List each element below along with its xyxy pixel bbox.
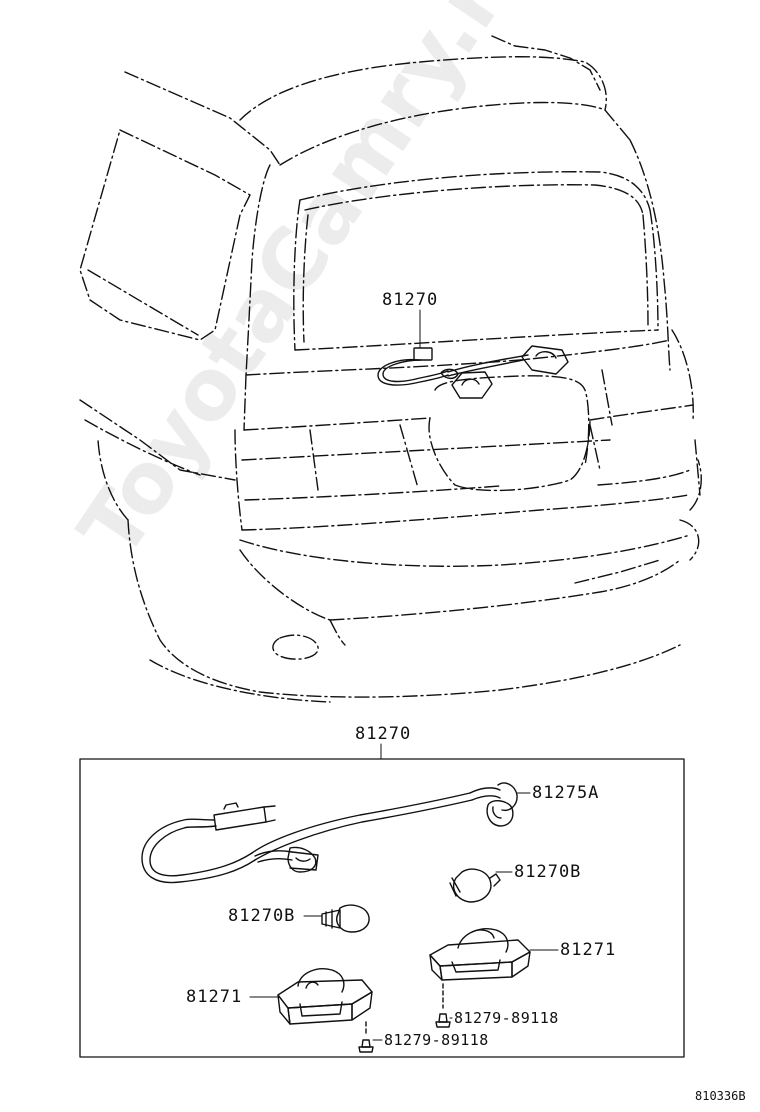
label-socket-wire: 81275A: [532, 783, 600, 803]
label-lamp-right: 81271: [560, 940, 617, 960]
label-lamp-left: 81271: [186, 987, 243, 1007]
bulb-right: [449, 868, 501, 903]
label-screw-right: 81279-89118: [454, 1009, 559, 1027]
label-screw-left: 81279-89118: [384, 1031, 489, 1049]
label-top-part-number: 81270: [382, 290, 439, 310]
diagram-code: 810336B: [695, 1089, 746, 1103]
lamp-right: [429, 928, 531, 981]
screw-left: [358, 1021, 374, 1053]
label-bulb-right: 81270B: [514, 862, 582, 882]
bulb-left: [321, 904, 370, 933]
installed-lamp-harness: [377, 345, 569, 399]
wire-harness: [141, 782, 518, 884]
lamp-left: [277, 968, 373, 1025]
assembly-detail-box: [79, 758, 685, 1058]
screw-right: [435, 983, 451, 1028]
vehicle-outline: [79, 35, 702, 703]
label-bulb-left: 81270B: [228, 906, 296, 926]
leader-lines: [249, 792, 559, 1041]
label-assembly-part-number: 81270: [355, 724, 412, 744]
